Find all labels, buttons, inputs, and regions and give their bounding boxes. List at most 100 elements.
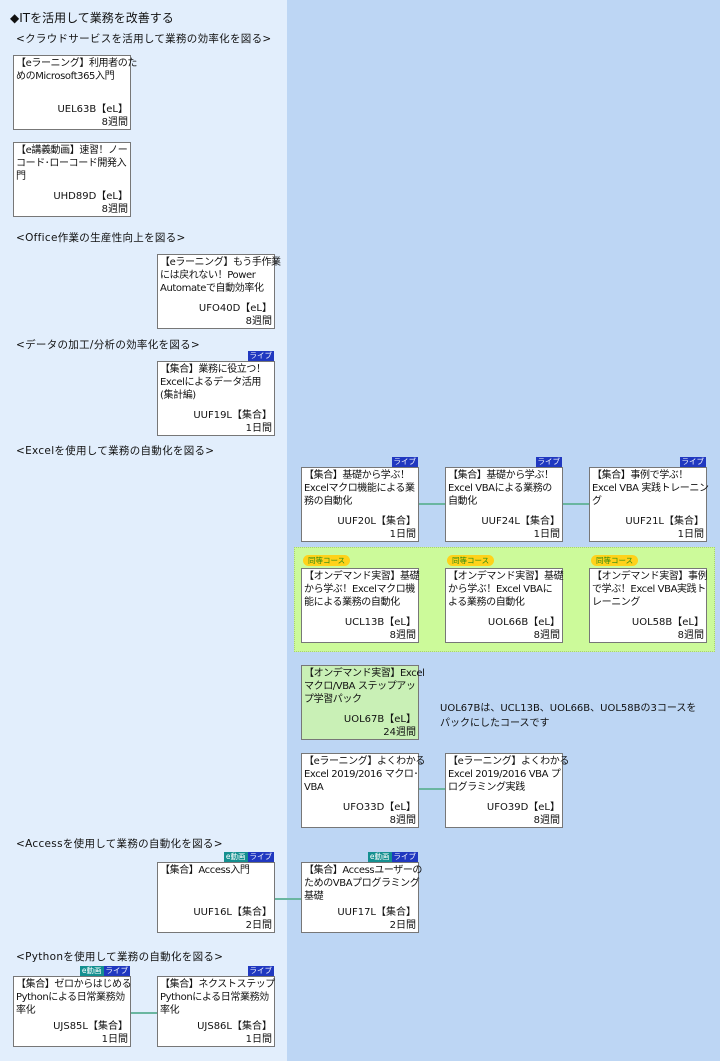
course-card[interactable]: 【集合】基礎から学ぶ！ Excel VBAによる業務の 自動化 UUF24L【集合… bbox=[445, 467, 563, 542]
course-duration: 2日間 bbox=[245, 920, 272, 931]
pack-note: UOL67Bは、UCL13B、UOL66B、UOL58Bの3コースを パックにし… bbox=[440, 703, 697, 729]
video-badge: e動画 bbox=[79, 966, 104, 976]
course-code: UUF16L【集合】 bbox=[193, 907, 272, 918]
course-code: UJS86L【集合】 bbox=[197, 1021, 272, 1032]
badge-group: e動画ライブ bbox=[223, 852, 274, 862]
connector-line bbox=[419, 788, 445, 790]
course-card[interactable]: 【オンデマンド実習】事例 で学ぶ！Excel VBA実践ト レーニング UOL58… bbox=[589, 568, 708, 643]
course-duration: 2日間 bbox=[389, 920, 416, 931]
course-card[interactable]: 【eラーニング】よくわかる Excel 2019/2016 マクロ･ VBA UF… bbox=[301, 753, 425, 828]
course-code: UFO39D【eL】 bbox=[486, 802, 560, 813]
course-code: UFO33D【eL】 bbox=[342, 802, 416, 813]
connector-line bbox=[419, 503, 445, 505]
course-title: 【eラーニング】利用者のた めのMicrosoft365入門 bbox=[16, 58, 137, 82]
live-badge: ライブ bbox=[247, 351, 274, 361]
course-title: 【eラーニング】もう手作業 には戻れない！Power Automateで自動効率… bbox=[160, 257, 281, 294]
course-title: 【e講義動画】速習！ノー コード･ローコード開発入 門 bbox=[16, 145, 128, 182]
course-duration: 8週間 bbox=[101, 204, 128, 215]
live-badge: ライブ bbox=[391, 852, 418, 862]
live-badge: ライブ bbox=[535, 457, 562, 467]
course-title: 【オンデマンド実習】Excel マクロ/VBA ステップアッ プ学習パック bbox=[304, 668, 425, 705]
course-code: UUF21L【集合】 bbox=[625, 516, 704, 527]
badge-group: ライブ bbox=[247, 351, 274, 361]
course-code: UFO40D【eL】 bbox=[198, 303, 272, 314]
course-duration: 1日間 bbox=[389, 529, 416, 540]
course-title: 【オンデマンド実習】基礎 から学ぶ！Excelマクロ機 能による業務の自動化 bbox=[304, 571, 420, 608]
course-title: 【集合】基礎から学ぶ！ Excel VBAによる業務の 自動化 bbox=[448, 470, 554, 507]
course-duration: 1日間 bbox=[245, 423, 272, 434]
badge-group: ライブ bbox=[247, 966, 274, 976]
course-card[interactable]: 【集合】Accessユーザーの ためのVBAプログラミング 基礎 UUF17L【集… bbox=[301, 862, 423, 933]
course-title: 【集合】業務に役立つ！ Excelによるデータ活用 (集計編) bbox=[160, 364, 266, 401]
course-card[interactable]: 【オンデマンド実習】Excel マクロ/VBA ステップアッ プ学習パック UOL… bbox=[301, 665, 425, 740]
course-card[interactable]: 【集合】ゼロからはじめる Pythonによる日常業務効 率化 UJS85L【集合】… bbox=[13, 976, 132, 1047]
live-badge: ライブ bbox=[247, 852, 274, 862]
course-code: UUF20L【集合】 bbox=[337, 516, 416, 527]
section-excel: <Excelを使用して業務の自動化を図る> bbox=[16, 445, 215, 457]
course-code: UUF19L【集合】 bbox=[193, 410, 272, 421]
course-card[interactable]: 【集合】Access入門 UUF16L【集合】 2日間 bbox=[157, 862, 275, 933]
course-title: 【集合】Access入門 bbox=[160, 865, 250, 876]
course-duration: 8週間 bbox=[533, 630, 560, 641]
video-badge: e動画 bbox=[223, 852, 248, 862]
course-title: 【集合】ゼロからはじめる Pythonによる日常業務効 率化 bbox=[16, 979, 132, 1016]
course-title: 【集合】事例で学ぶ！ Excel VBA 実践トレーニン グ bbox=[592, 470, 709, 507]
connector-line bbox=[563, 503, 589, 505]
section-cloud: <クラウドサービスを活用して業務の効率化を図る> bbox=[16, 33, 272, 45]
connector-line bbox=[131, 1012, 157, 1014]
equivalent-course-badge: 同等コース bbox=[303, 555, 351, 566]
equivalent-course-badge: 同等コース bbox=[447, 555, 495, 566]
course-code: UOL67B【eL】 bbox=[343, 714, 416, 725]
course-code: UOL58B【eL】 bbox=[631, 617, 704, 628]
course-card[interactable]: 【eラーニング】よくわかる Excel 2019/2016 VBA プ ログラミ… bbox=[445, 753, 569, 828]
course-card[interactable]: 【集合】業務に役立つ！ Excelによるデータ活用 (集計編) UUF19L【集合… bbox=[157, 361, 275, 436]
course-duration: 24週間 bbox=[383, 727, 416, 738]
equivalent-course-badge: 同等コース bbox=[591, 555, 639, 566]
badge-group: e動画ライブ bbox=[79, 966, 130, 976]
course-code: UCL13B【eL】 bbox=[344, 617, 416, 628]
course-duration: 8週間 bbox=[101, 117, 128, 128]
course-card[interactable]: 【オンデマンド実習】基礎 から学ぶ！Excelマクロ機 能による業務の自動化 UC… bbox=[301, 568, 420, 643]
badge-group: e動画ライブ bbox=[367, 852, 418, 862]
section-office: <Office作業の生産性向上を図る> bbox=[16, 232, 186, 244]
connector-line bbox=[275, 898, 301, 900]
course-card[interactable]: 【eラーニング】利用者のた めのMicrosoft365入門 UEL63B【eL】… bbox=[13, 55, 137, 130]
course-duration: 8週間 bbox=[533, 815, 560, 826]
page-title: ◆ITを活用して業務を改善する bbox=[10, 11, 174, 25]
course-duration: 1日間 bbox=[245, 1034, 272, 1045]
course-duration: 8週間 bbox=[677, 630, 704, 641]
course-duration: 1日間 bbox=[533, 529, 560, 540]
course-code: UJS85L【集合】 bbox=[53, 1021, 128, 1032]
section-access: <Accessを使用して業務の自動化を図る> bbox=[16, 838, 223, 850]
course-duration: 8週間 bbox=[389, 630, 416, 641]
course-code: UOL66B【eL】 bbox=[487, 617, 560, 628]
section-python: <Pythonを使用して業務の自動化を図る> bbox=[16, 951, 224, 963]
course-code: UEL63B【eL】 bbox=[57, 104, 128, 115]
course-title: 【オンデマンド実習】事例 で学ぶ！Excel VBA実践ト レーニング bbox=[592, 571, 708, 608]
live-badge: ライブ bbox=[247, 966, 274, 976]
course-title: 【集合】Accessユーザーの ためのVBAプログラミング 基礎 bbox=[304, 865, 423, 902]
live-badge: ライブ bbox=[679, 457, 706, 467]
course-title: 【オンデマンド実習】基礎 から学ぶ！Excel VBAに よる業務の自動化 bbox=[448, 571, 564, 608]
course-duration: 8週間 bbox=[389, 815, 416, 826]
course-card[interactable]: 【集合】ネクストステップ Pythonによる日常業務効 率化 UJS86L【集合】… bbox=[157, 976, 275, 1047]
live-badge: ライブ bbox=[391, 457, 418, 467]
course-title: 【集合】ネクストステップ Pythonによる日常業務効 率化 bbox=[160, 979, 275, 1016]
course-title: 【eラーニング】よくわかる Excel 2019/2016 マクロ･ VBA bbox=[304, 756, 425, 793]
badge-group: ライブ bbox=[679, 457, 706, 467]
course-card[interactable]: 【eラーニング】もう手作業 には戻れない！Power Automateで自動効率… bbox=[157, 254, 281, 329]
video-badge: e動画 bbox=[367, 852, 392, 862]
course-title: 【eラーニング】よくわかる Excel 2019/2016 VBA プ ログラミ… bbox=[448, 756, 569, 793]
badge-group: ライブ bbox=[391, 457, 418, 467]
section-data: <データの加工/分析の効率化を図る> bbox=[16, 339, 201, 351]
course-card[interactable]: 【オンデマンド実習】基礎 から学ぶ！Excel VBAに よる業務の自動化 UOL… bbox=[445, 568, 564, 643]
course-duration: 8週間 bbox=[245, 316, 272, 327]
course-card[interactable]: 【e講義動画】速習！ノー コード･ローコード開発入 門 UHD89D【eL】 8週間 bbox=[13, 142, 131, 217]
course-code: UUF17L【集合】 bbox=[337, 907, 416, 918]
live-badge: ライブ bbox=[103, 966, 130, 976]
course-card[interactable]: 【集合】事例で学ぶ！ Excel VBA 実践トレーニン グ UUF21L【集合】… bbox=[589, 467, 709, 542]
course-code: UUF24L【集合】 bbox=[481, 516, 560, 527]
course-code: UHD89D【eL】 bbox=[53, 191, 128, 202]
course-duration: 1日間 bbox=[101, 1034, 128, 1045]
